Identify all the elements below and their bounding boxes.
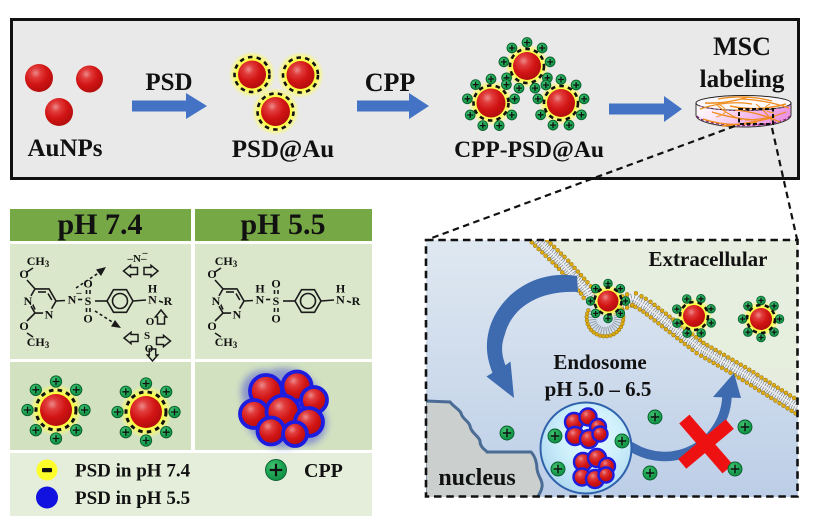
svg-text:S: S	[85, 294, 92, 308]
svg-text:H: H	[148, 282, 158, 296]
svg-text:N: N	[45, 308, 54, 322]
svg-text:pH 5.0 – 6.5: pH 5.0 – 6.5	[545, 377, 652, 401]
svg-text:O: O	[271, 277, 280, 291]
svg-text:CPP: CPP	[365, 68, 416, 97]
svg-text:N: N	[233, 308, 242, 322]
svg-text:R: R	[164, 294, 173, 308]
svg-text:pH 5.5: pH 5.5	[240, 208, 325, 241]
svg-text:O: O	[19, 267, 28, 281]
svg-text:CH3: CH3	[215, 254, 238, 269]
svg-text:N: N	[212, 294, 221, 308]
svg-text:CH3: CH3	[215, 335, 238, 350]
svg-text:labeling: labeling	[700, 66, 785, 93]
svg-text:O: O	[271, 312, 280, 326]
svg-text:O: O	[207, 267, 216, 281]
svg-text:PSD@Au: PSD@Au	[232, 136, 335, 163]
svg-text:nucleus: nucleus	[438, 465, 515, 491]
svg-text:–: –	[76, 288, 83, 299]
svg-text:N: N	[68, 293, 77, 307]
svg-text:S: S	[273, 294, 280, 308]
svg-text:N: N	[336, 293, 345, 307]
svg-text:–N–: –N–	[127, 253, 147, 265]
svg-text:N: N	[256, 293, 265, 307]
svg-text:Endosome: Endosome	[553, 350, 646, 374]
svg-text:Extracellular: Extracellular	[649, 247, 768, 271]
svg-text:PSD: PSD	[145, 69, 192, 96]
svg-text:–: –	[142, 248, 149, 259]
svg-text:O: O	[83, 277, 92, 291]
svg-text:S: S	[144, 330, 150, 342]
svg-text:N: N	[24, 294, 33, 308]
svg-text:H: H	[336, 282, 346, 296]
svg-text:pH 7.4: pH 7.4	[57, 208, 142, 241]
svg-text:O: O	[146, 316, 155, 328]
svg-text:O: O	[207, 319, 216, 333]
svg-text:N: N	[148, 293, 157, 307]
svg-text:CPP: CPP	[304, 460, 343, 482]
svg-text:R: R	[352, 294, 361, 308]
svg-text:H: H	[255, 282, 265, 296]
svg-text:O: O	[83, 312, 92, 326]
svg-text:MSC: MSC	[713, 32, 771, 61]
svg-text:O: O	[19, 319, 28, 333]
svg-text:CH3: CH3	[27, 254, 50, 269]
svg-text:CPP-PSD@Au: CPP-PSD@Au	[454, 137, 604, 163]
svg-text:AuNPs: AuNPs	[27, 135, 102, 162]
svg-text:PSD in pH 7.4: PSD in pH 7.4	[75, 461, 191, 482]
svg-text:CH3: CH3	[27, 335, 50, 350]
svg-text:PSD in pH 5.5: PSD in pH 5.5	[75, 488, 190, 509]
